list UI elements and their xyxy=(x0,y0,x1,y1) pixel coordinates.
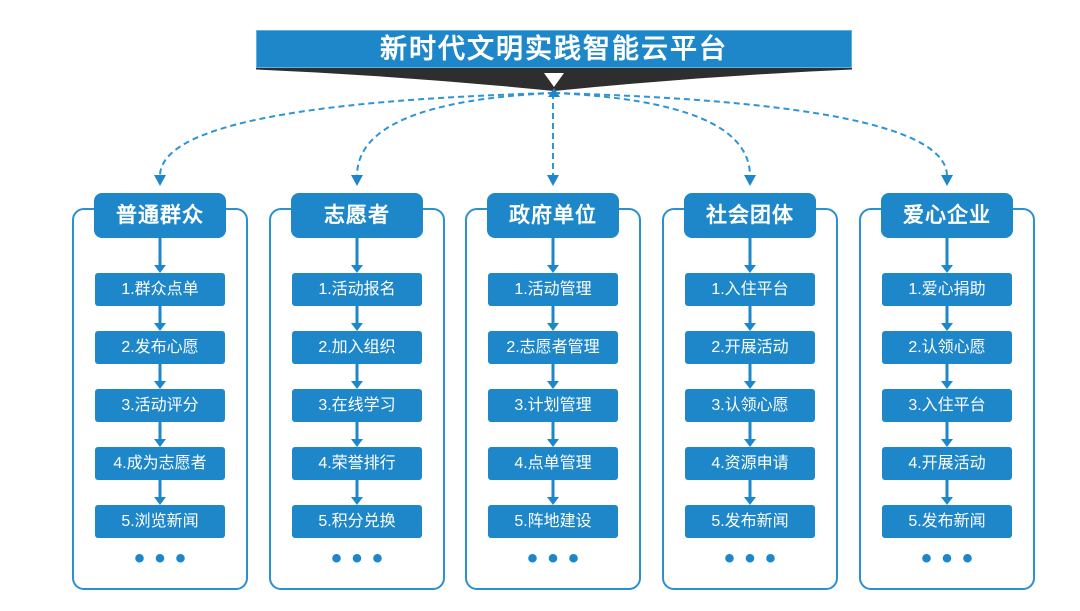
down-arrow-icon xyxy=(939,364,955,389)
down-arrow-icon xyxy=(349,238,365,273)
down-arrow-icon xyxy=(152,364,168,389)
step-box: 1.入住平台 xyxy=(685,273,815,306)
banner-ribbon xyxy=(256,68,852,91)
ellipsis-dots: ••• xyxy=(134,542,196,575)
arrowhead-icon xyxy=(351,175,363,186)
step-box: 3.在线学习 xyxy=(292,389,422,422)
column-header-government-units: 政府单位 xyxy=(487,193,619,238)
down-arrow-icon xyxy=(152,422,168,447)
column-header-social-organizations: 社会团体 xyxy=(684,193,816,238)
step-box: 1.活动报名 xyxy=(292,273,422,306)
down-arrow-icon xyxy=(545,480,561,505)
column-header-general-public: 普通群众 xyxy=(94,193,226,238)
platform-title-banner: 新时代文明实践智能云平台 xyxy=(256,30,852,68)
step-box: 1.群众点单 xyxy=(95,273,225,306)
down-arrow-icon xyxy=(742,422,758,447)
down-arrow-icon xyxy=(742,306,758,331)
step-box: 5.浏览新闻 xyxy=(95,505,225,538)
column-volunteers: 志愿者 1.活动报名 2.加入组织 3.在线学习 4.荣誉排行 5.积分兑换 •… xyxy=(269,193,445,593)
step-box: 2.志愿者管理 xyxy=(488,331,618,364)
column-government-units: 政府单位 1.活动管理 2.志愿者管理 3.计划管理 4.点单管理 5.阵地建设… xyxy=(465,193,641,593)
column-caring-enterprises: 爱心企业 1.爱心捐助 2.认领心愿 3.入住平台 4.开展活动 5.发布新闻 … xyxy=(859,193,1035,593)
connector-to-column-2 xyxy=(356,92,555,177)
connector-to-column-5 xyxy=(553,92,948,177)
down-arrow-icon xyxy=(545,306,561,331)
step-box: 4.点单管理 xyxy=(488,447,618,480)
connector-to-column-1 xyxy=(159,92,555,177)
step-box: 3.计划管理 xyxy=(488,389,618,422)
down-arrow-icon xyxy=(939,480,955,505)
down-arrow-icon xyxy=(545,364,561,389)
arrowhead-icon xyxy=(941,175,953,186)
arrowhead-icon xyxy=(154,175,166,186)
step-box: 2.认领心愿 xyxy=(882,331,1012,364)
arrowhead-icon xyxy=(744,175,756,186)
step-box: 5.发布新闻 xyxy=(882,505,1012,538)
step-box: 1.活动管理 xyxy=(488,273,618,306)
down-arrow-icon xyxy=(939,238,955,273)
down-arrow-icon xyxy=(545,422,561,447)
down-arrow-icon xyxy=(152,306,168,331)
ellipsis-dots: ••• xyxy=(527,542,589,575)
down-arrow-icon xyxy=(545,238,561,273)
step-box: 5.积分兑换 xyxy=(292,505,422,538)
down-arrow-icon xyxy=(349,422,365,447)
step-box: 3.入住平台 xyxy=(882,389,1012,422)
ellipsis-dots: ••• xyxy=(724,542,786,575)
down-arrow-icon xyxy=(742,364,758,389)
column-header-volunteers: 志愿者 xyxy=(291,193,423,238)
step-box: 4.荣誉排行 xyxy=(292,447,422,480)
fan-origin-arrow-icon xyxy=(548,88,560,97)
step-box: 5.发布新闻 xyxy=(685,505,815,538)
ellipsis-dots: ••• xyxy=(921,542,983,575)
step-box: 3.活动评分 xyxy=(95,389,225,422)
down-arrow-icon xyxy=(349,364,365,389)
down-arrow-icon xyxy=(152,480,168,505)
down-arrow-icon xyxy=(152,238,168,273)
step-box: 2.发布心愿 xyxy=(95,331,225,364)
down-arrow-icon xyxy=(939,422,955,447)
step-box: 1.爱心捐助 xyxy=(882,273,1012,306)
column-social-organizations: 社会团体 1.入住平台 2.开展活动 3.认领心愿 4.资源申请 5.发布新闻 … xyxy=(662,193,838,593)
down-arrow-icon xyxy=(349,306,365,331)
ellipsis-dots: ••• xyxy=(331,542,393,575)
down-arrow-icon xyxy=(939,306,955,331)
arrowhead-icon xyxy=(547,175,559,186)
step-box: 4.资源申请 xyxy=(685,447,815,480)
down-arrow-icon xyxy=(742,238,758,273)
connector-to-column-4 xyxy=(553,92,751,177)
column-general-public: 普通群众 1.群众点单 2.发布心愿 3.活动评分 4.成为志愿者 5.浏览新闻… xyxy=(72,193,248,593)
step-box: 3.认领心愿 xyxy=(685,389,815,422)
step-box: 2.加入组织 xyxy=(292,331,422,364)
step-box: 2.开展活动 xyxy=(685,331,815,364)
down-arrow-icon xyxy=(349,480,365,505)
connector-lines xyxy=(154,88,953,186)
step-box: 4.成为志愿者 xyxy=(95,447,225,480)
down-arrow-icon xyxy=(742,480,758,505)
step-box: 5.阵地建设 xyxy=(488,505,618,538)
step-box: 4.开展活动 xyxy=(882,447,1012,480)
column-header-caring-enterprises: 爱心企业 xyxy=(881,193,1013,238)
down-arrow-icon xyxy=(544,73,564,87)
